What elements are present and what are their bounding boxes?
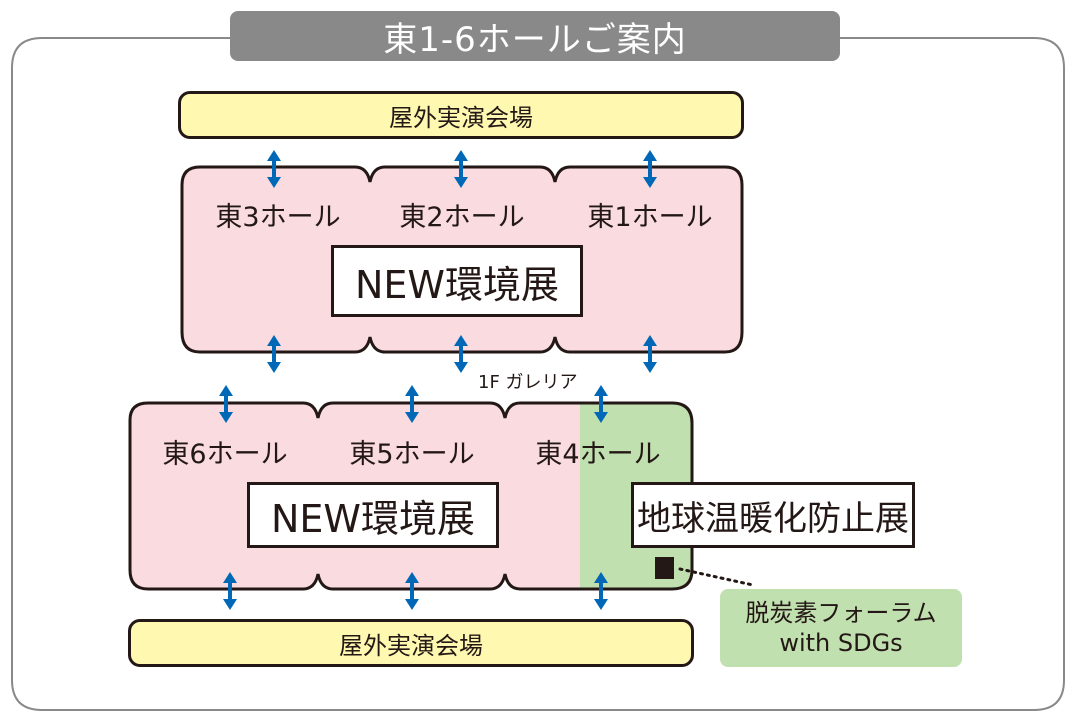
dotted-leader-line [678,567,755,587]
outer-frame [11,37,1065,711]
exhibition-label-lower: NEW環境展 [247,482,499,548]
double-arrow-vertical-icon [267,335,281,373]
hall-label-east2: 東2ホール [399,201,525,233]
double-arrow-vertical-icon [267,150,281,188]
outdoor-venue-bottom: 屋外実演会場 [128,619,694,667]
double-arrow-vertical-icon [643,150,657,188]
hall-label-east4: 東4ホール [535,438,661,470]
double-arrow-vertical-icon [454,335,468,373]
hall-label-east1: 東1ホール [587,201,713,233]
forum-title: 脱炭素フォーラム [745,599,937,627]
lower-hall-block [128,401,694,591]
hall-label-east5: 東5ホール [349,438,475,470]
double-arrow-vertical-icon [219,385,233,423]
exhibition-label-upper: NEW環境展 [331,245,583,317]
exhibition-label-global-warming: 地球温暖化防止展 [631,482,915,548]
double-arrow-vertical-icon [594,385,608,423]
forum-subtitle: with SDGs [779,629,903,657]
double-arrow-vertical-icon [643,335,657,373]
square-marker-icon [655,557,674,579]
page-title: 東1-6ホールご案内 [230,11,840,61]
double-arrow-vertical-icon [594,572,608,610]
hall-label-east6: 東6ホール [162,438,288,470]
double-arrow-vertical-icon [223,572,237,610]
galleria-label: 1F ガレリア [478,372,578,393]
double-arrow-vertical-icon [454,150,468,188]
outdoor-venue-top: 屋外実演会場 [178,91,744,139]
hall-label-east3: 東3ホール [215,201,341,233]
forum-callout: 脱炭素フォーラム with SDGs [720,589,962,667]
double-arrow-vertical-icon [405,385,419,423]
double-arrow-vertical-icon [405,572,419,610]
